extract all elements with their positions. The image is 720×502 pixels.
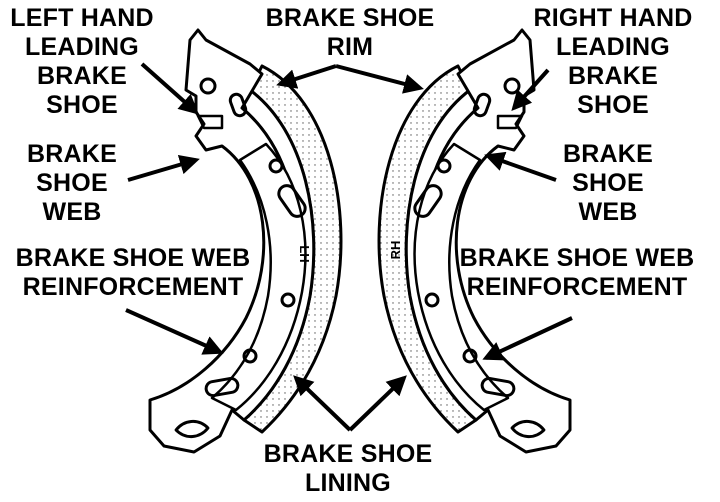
label-left-brake-shoe-web: BRAKE SHOE WEB	[27, 140, 117, 226]
right-brake-shoe	[377, 28, 572, 454]
arrow-right-leading-shoe	[511, 68, 550, 111]
right-stamp-rh: RH	[388, 241, 403, 260]
arrow-lining-left	[293, 375, 352, 432]
arrow-right-web	[484, 151, 557, 182]
arrow-left-leading-shoe	[140, 62, 199, 115]
label-brake-shoe-lining: BRAKE SHOE LINING	[263, 440, 433, 497]
label-right-hand-leading-brake-shoe: RIGHT HAND LEADING BRAKE SHOE	[533, 4, 693, 119]
label-right-brake-shoe-web-reinforcement: BRAKE SHOE WEB REINFORCEMENT	[459, 244, 695, 301]
leader-arrows	[125, 62, 573, 432]
left-stamp-lh: LH	[297, 245, 312, 262]
label-right-brake-shoe-web: BRAKE SHOE WEB	[563, 140, 653, 226]
label-left-brake-shoe-web-reinforcement: BRAKE SHOE WEB REINFORCEMENT	[15, 244, 251, 301]
right-web-reinforcement	[413, 142, 510, 412]
left-brake-shoe	[148, 28, 343, 454]
label-brake-shoe-rim: BRAKE SHOE RIM	[265, 4, 435, 61]
arrow-left-reinforcement	[125, 308, 224, 355]
arrow-right-reinforcement	[482, 316, 573, 361]
label-left-hand-leading-brake-shoe: LEFT HAND LEADING BRAKE SHOE	[10, 4, 154, 119]
arrow-lining-right	[348, 375, 407, 432]
arrow-rim-left	[276, 64, 337, 89]
arrow-left-web	[127, 154, 200, 182]
arrow-rim-right	[335, 64, 424, 94]
left-web-reinforcement	[210, 142, 307, 412]
